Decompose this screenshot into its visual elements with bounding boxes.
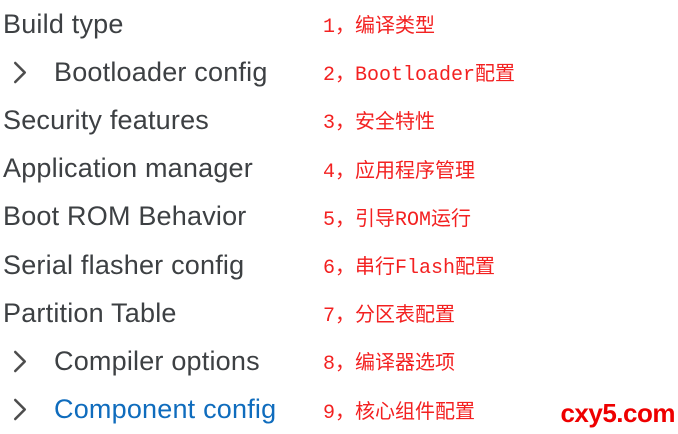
chevron-right-icon[interactable] <box>0 348 54 375</box>
annotation-text: 3，安全特性 <box>323 112 436 136</box>
menu-item-label[interactable]: Bootloader config <box>54 56 268 87</box>
menu-item-boot-rom-behavior[interactable]: Boot ROM Behavior 5，引导ROM运行 <box>0 193 678 241</box>
chevron-right-icon[interactable] <box>0 396 54 423</box>
menu-item-serial-flasher-config[interactable]: Serial flasher config 6，串行Flash配置 <box>0 241 678 289</box>
menu-item-build-type[interactable]: Build type 1，编译类型 <box>0 0 678 48</box>
chevron-right-icon[interactable] <box>0 59 54 86</box>
menu-item-bootloader-config[interactable]: Bootloader config 2，Bootloader配置 <box>0 48 678 96</box>
menu-item-label[interactable]: Build type <box>3 8 124 39</box>
cxy5-watermark: cxy5.com <box>560 398 675 428</box>
menu-item-label[interactable]: Component config <box>54 394 277 425</box>
menu-item-application-manager[interactable]: Application manager 4，应用程序管理 <box>0 145 678 193</box>
annotation-text: 7，分区表配置 <box>323 305 456 329</box>
annotation-text: 9，核心组件配置 <box>323 401 476 425</box>
menu-item-label[interactable]: Partition Table <box>3 297 177 328</box>
menu-item-label[interactable]: Boot ROM Behavior <box>3 201 247 232</box>
annotation-text: 8，编译器选项 <box>323 353 456 377</box>
menu-item-partition-table[interactable]: Partition Table 7，分区表配置 <box>0 289 678 337</box>
menu-item-compiler-options[interactable]: Compiler options 8，编译器选项 <box>0 337 678 385</box>
annotation-text: 5，引导ROM运行 <box>323 208 472 232</box>
menu-item-security-features[interactable]: Security features 3，安全特性 <box>0 96 678 144</box>
annotation-text: 2，Bootloader配置 <box>323 64 516 88</box>
menu-item-label[interactable]: Serial flasher config <box>3 249 245 280</box>
annotation-text: 6，串行Flash配置 <box>323 257 496 281</box>
annotation-text: 4，应用程序管理 <box>323 160 476 184</box>
menu-item-label[interactable]: Application manager <box>3 153 253 184</box>
menu-item-label[interactable]: Security features <box>3 104 209 135</box>
annotation-text: 1，编译类型 <box>323 16 436 40</box>
menu-item-component-config[interactable]: Component config 9，核心组件配置 <box>0 386 678 434</box>
menu-item-label[interactable]: Compiler options <box>54 345 260 376</box>
